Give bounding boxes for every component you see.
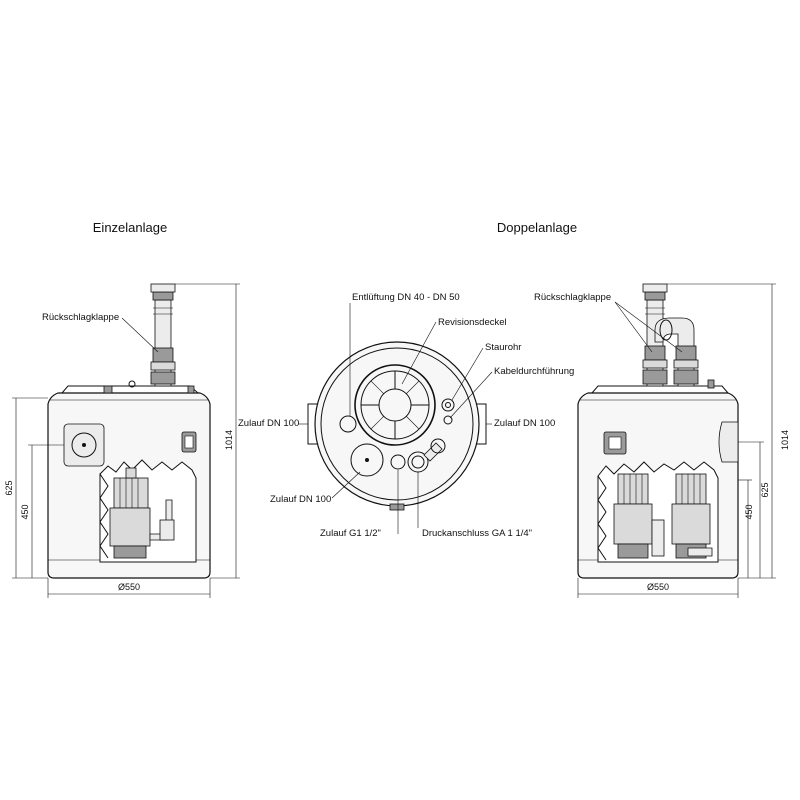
top-view: Entlüftung DN 40 - DN 50 Revisionsdeckel…	[238, 292, 574, 539]
inlet-left-label: Zulauf DN 100	[238, 418, 308, 429]
svg-text:Zulauf DN 100: Zulauf DN 100	[270, 494, 331, 505]
svg-text:450: 450	[744, 504, 754, 519]
svg-text:Ø550: Ø550	[118, 582, 140, 592]
pressure-connection-icon	[407, 438, 446, 473]
inlet-right-label: Zulauf DN 100	[486, 418, 555, 429]
svg-text:625: 625	[4, 480, 14, 495]
svg-text:450: 450	[20, 504, 30, 519]
svg-text:Revisionsdeckel: Revisionsdeckel	[438, 317, 507, 328]
vent-label: Entlüftung DN 40 - DN 50	[349, 292, 460, 416]
svg-text:625: 625	[760, 482, 770, 497]
inlet-g112-icon	[390, 454, 406, 470]
single-dim-inlet-height: 625	[4, 397, 48, 579]
svg-text:1014: 1014	[224, 430, 234, 450]
single-pump-icon	[109, 467, 151, 559]
inspection-cover-icon	[354, 364, 436, 446]
cable-entry-label: Kabeldurchführung	[449, 366, 574, 419]
inlet-dn100-icon	[350, 443, 384, 477]
svg-text:Kabeldurchführung: Kabeldurchführung	[494, 366, 574, 377]
svg-text:Zulauf DN 100: Zulauf DN 100	[238, 418, 299, 429]
svg-text:Staurohr: Staurohr	[485, 342, 521, 353]
svg-text:Entlüftung DN 40 - DN 50: Entlüftung DN 40 - DN 50	[352, 292, 460, 303]
double-dim-total-height: 1014	[667, 283, 790, 579]
svg-text:Ø550: Ø550	[647, 582, 669, 592]
double-check-valve-label: Rückschlagklappe	[534, 292, 683, 353]
vent-icon	[339, 415, 357, 433]
svg-text:Zulauf DN 100: Zulauf DN 100	[494, 418, 555, 429]
single-check-valve-label: Rückschlagklappe	[42, 312, 159, 353]
single-riser-pipe	[150, 283, 176, 387]
double-pump-right-icon	[671, 473, 711, 559]
single-unit-title: Einzelanlage	[93, 220, 167, 235]
double-pump-left-icon	[613, 473, 653, 559]
inspection-cover-label: Revisionsdeckel	[401, 317, 507, 385]
double-unit-title: Doppelanlage	[497, 220, 577, 235]
single-dim-diameter: Ø550	[47, 578, 211, 598]
svg-text:Zulauf G1 1/2": Zulauf G1 1/2"	[320, 528, 381, 539]
double-dim-inlet-height: 625	[738, 441, 770, 578]
double-unit-view: Doppelanlage	[497, 220, 790, 598]
double-inlet-right-icon	[718, 421, 739, 463]
dynamic-pipe-icon	[441, 398, 455, 412]
cable-entry-icon	[443, 415, 453, 425]
inlet-small-label: Zulauf G1 1/2"	[320, 470, 399, 539]
double-dim-diameter: Ø550	[577, 578, 739, 598]
single-dim-total-height: 1014	[175, 283, 240, 579]
svg-text:Rückschlagklappe: Rückschlagklappe	[42, 312, 119, 323]
double-dim-inner-height: 450	[738, 479, 754, 578]
pressure-connection-label: Druckanschluss GA 1 1/4"	[417, 472, 532, 539]
double-riser-right	[654, 317, 699, 387]
svg-text:Rückschlagklappe: Rückschlagklappe	[534, 292, 611, 303]
inlet-bottom-label: Zulauf DN 100	[270, 471, 361, 505]
svg-text:1014: 1014	[780, 430, 790, 450]
single-dim-inner-height: 450	[20, 444, 64, 578]
svg-text:Druckanschluss GA 1 1/4": Druckanschluss GA 1 1/4"	[422, 528, 532, 539]
dynamic-pipe-label: Staurohr	[451, 342, 521, 401]
single-unit-view: Einzelanlage	[4, 220, 240, 598]
